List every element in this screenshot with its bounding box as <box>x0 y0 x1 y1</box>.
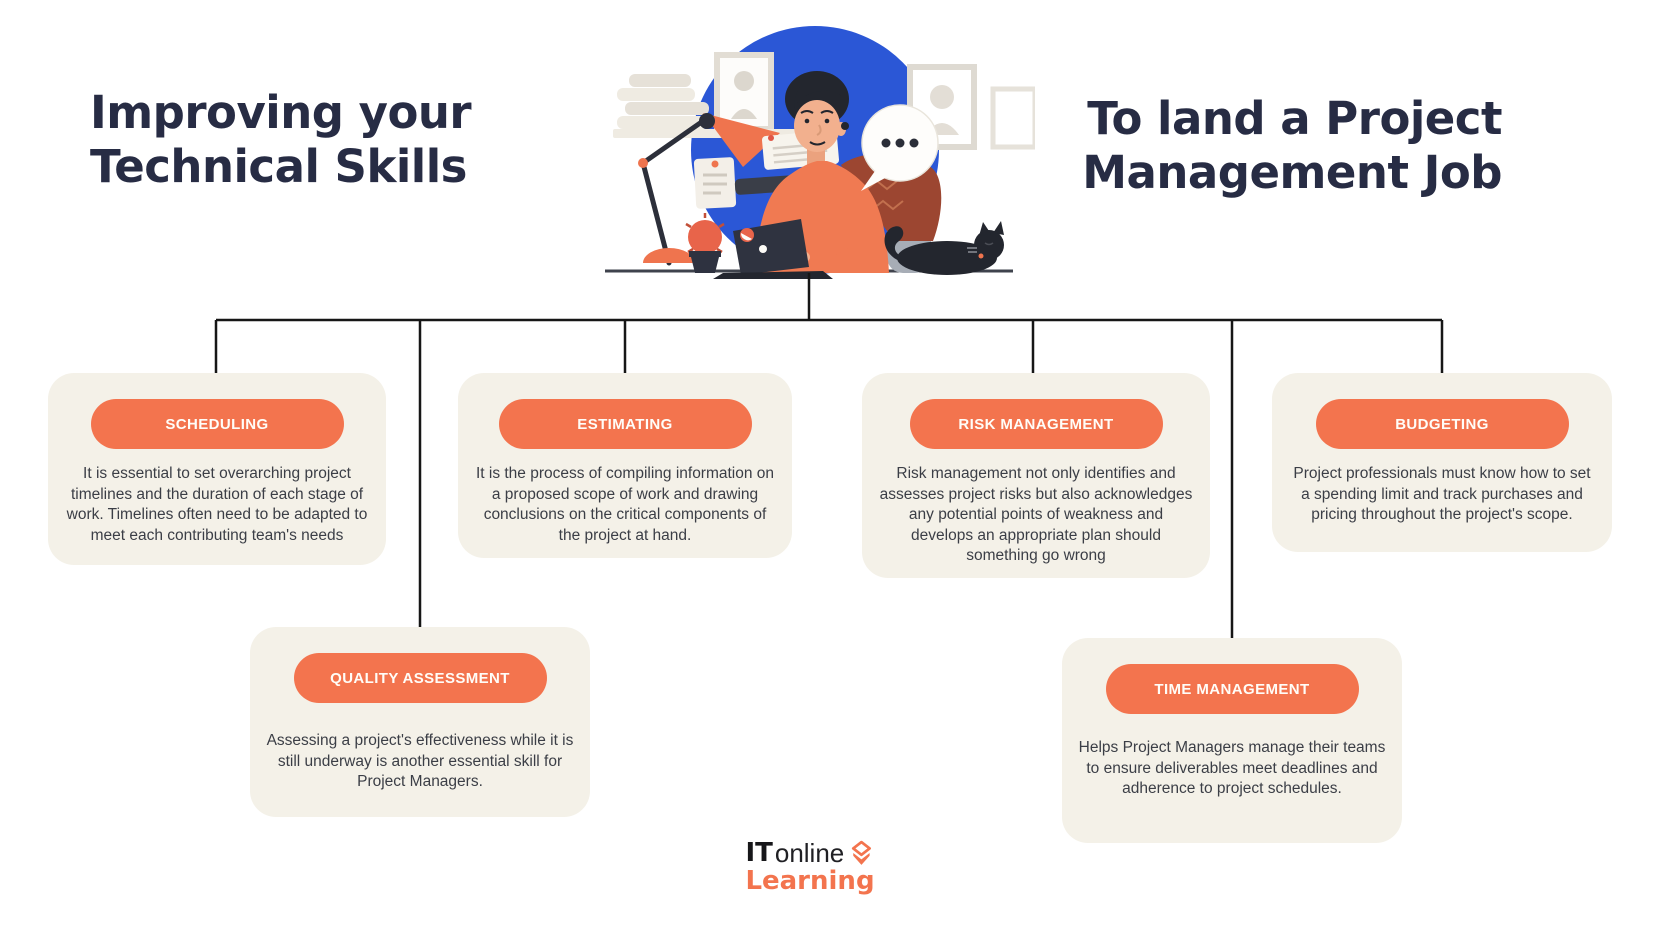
card-scheduling: SCHEDULING It is essential to set overar… <box>48 373 386 565</box>
card-time-management-description: Helps Project Managers manage their team… <box>1078 739 1386 798</box>
itonline-learning-logo: IT online Learning <box>745 840 874 894</box>
logo-diamond-icon <box>851 840 871 865</box>
logo-it-text: IT <box>745 838 773 868</box>
title-land-pm-job: To land a Project Management Job <box>1082 92 1502 200</box>
cactus-icon <box>685 213 725 273</box>
card-quality-assessment-description: Assessing a project's effectiveness whil… <box>266 732 574 791</box>
picture-frame-icon-2 <box>990 86 1035 150</box>
desk-lamp-icon <box>638 113 780 266</box>
card-budgeting-label: BUDGETING <box>1395 415 1489 433</box>
card-scheduling-label: SCHEDULING <box>165 415 269 433</box>
card-risk-management: RISK MANAGEMENT Risk management not only… <box>862 373 1210 578</box>
card-time-management-label: TIME MANAGEMENT <box>1154 680 1310 698</box>
card-risk-management-pill: RISK MANAGEMENT <box>909 399 1163 449</box>
card-risk-management-description: Risk management not only identifies and … <box>879 465 1193 565</box>
card-estimating: ESTIMATING It is the process of compilin… <box>458 373 792 558</box>
speech-bubble-icon <box>861 104 939 191</box>
card-estimating-pill: ESTIMATING <box>498 399 752 449</box>
card-budgeting-pill: BUDGETING <box>1315 399 1569 449</box>
card-quality-assessment-label: QUALITY ASSESSMENT <box>330 669 510 687</box>
card-estimating-description: It is the process of compiling informati… <box>475 465 775 544</box>
card-time-management: TIME MANAGEMENT Helps Project Managers m… <box>1062 638 1402 843</box>
card-quality-assessment-pill: QUALITY ASSESSMENT <box>293 653 547 703</box>
logo-online-text: online <box>774 838 845 868</box>
card-budgeting: BUDGETING Project professionals must kno… <box>1272 373 1612 552</box>
card-time-management-pill: TIME MANAGEMENT <box>1105 664 1359 714</box>
workspace-illustration <box>605 26 1035 279</box>
card-scheduling-description: It is essential to set overarching proje… <box>66 465 368 544</box>
card-quality-assessment: QUALITY ASSESSMENT Assessing a project's… <box>250 627 590 817</box>
sticky-note-icon <box>693 157 737 209</box>
logo-learning-text: Learning <box>745 866 875 896</box>
title-improving-technical-skills: Improving your Technical Skills <box>90 86 472 194</box>
card-estimating-label: ESTIMATING <box>577 415 673 433</box>
card-risk-management-label: RISK MANAGEMENT <box>958 415 1114 433</box>
card-scheduling-pill: SCHEDULING <box>90 399 344 449</box>
card-budgeting-description: Project professionals must know how to s… <box>1293 465 1591 524</box>
cat-icon <box>884 221 1004 275</box>
